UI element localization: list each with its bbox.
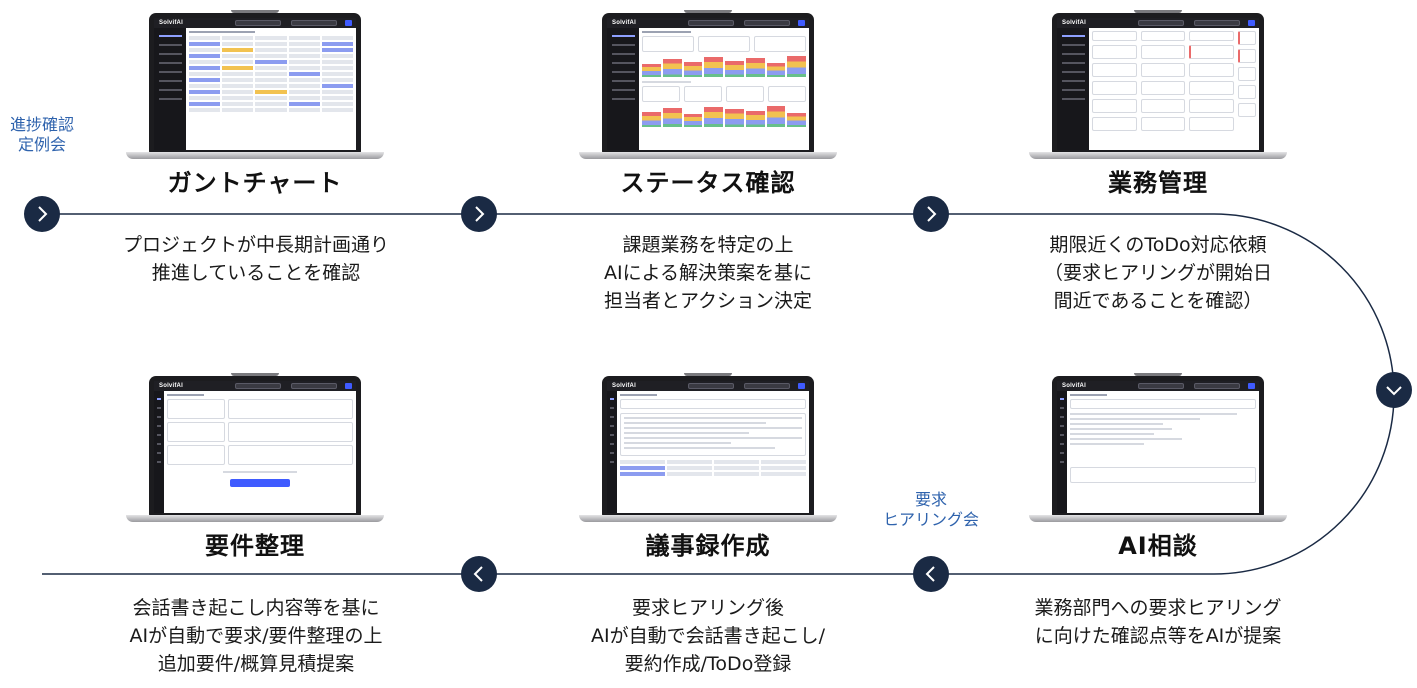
chevron-left-icon <box>473 566 483 582</box>
flow-node-1 <box>24 196 60 232</box>
app-screenshot-gantt: SolvifAI <box>154 18 356 150</box>
chevron-down-icon <box>1386 386 1402 396</box>
step-description-status: 課題業務を特定の上 AIによる解決策案を基に 担当者とアクション決定 <box>603 234 813 312</box>
step-description-tasks: 期限近くのToDo対応依頼 （要求ヒアリングが開始日 間近であることを確認） <box>1043 234 1272 312</box>
app-screenshot-ai: SolvifAI <box>1057 381 1259 513</box>
chevron-right-icon <box>38 206 48 222</box>
flow-node-6 <box>461 556 497 592</box>
laptop-mockup: SolvifAI <box>1029 10 1287 160</box>
meeting-label-hearing: 要求 ヒアリング会 <box>882 490 979 529</box>
laptop-mockup: SolvifAI <box>126 10 384 160</box>
step-title: 議事録作成 <box>645 532 771 560</box>
meeting-label-progress: 進捗確認 定例会 <box>9 115 74 154</box>
laptop-mockup: SolvifAI <box>1029 373 1287 523</box>
laptop-mockup: SolvifAI <box>579 373 837 523</box>
step-status-check: SolvifAI ステータス確認 <box>558 10 858 198</box>
step-description-gantt: プロジェクトが中長期計画通り 推進していることを確認 <box>122 234 389 284</box>
app-logo: SolvifAI <box>159 20 183 26</box>
step-title: 要件整理 <box>205 532 305 560</box>
flow-node-3 <box>913 196 949 232</box>
flow-node-4 <box>1376 372 1412 408</box>
step-minutes: SolvifAI 議事録作成 <box>558 373 858 561</box>
laptop-mockup: SolvifAI <box>579 10 837 160</box>
step-description-requirements: 会話書き起こし内容等を基に AIが自動で要求/要件整理の上 追加要件/概算見積提… <box>129 597 383 675</box>
step-task-management: SolvifAI 業務管理 <box>1008 10 1308 198</box>
chevron-right-icon <box>927 206 937 222</box>
step-title: AI相談 <box>1118 532 1198 560</box>
step-title: ガントチャート <box>167 169 343 197</box>
step-title: ステータス確認 <box>620 169 796 197</box>
step-gantt-chart: SolvifAI ガントチャート <box>105 10 405 198</box>
step-title: 業務管理 <box>1108 169 1208 197</box>
app-screenshot-status: SolvifAI <box>607 18 809 150</box>
step-description-minutes: 要求ヒアリング後 AIが自動で会話書き起こし/ 要約作成/ToDo登録 <box>590 597 825 675</box>
flow-node-2 <box>461 196 497 232</box>
app-screenshot-tasks: SolvifAI <box>1057 18 1259 150</box>
flow-node-5 <box>913 556 949 592</box>
app-screenshot-minutes: SolvifAI <box>607 381 809 513</box>
chevron-right-icon <box>475 206 485 222</box>
app-screenshot-requirements: SolvifAI <box>154 381 356 513</box>
step-requirements: SolvifAI 要件整理 <box>105 373 405 561</box>
laptop-mockup: SolvifAI <box>126 373 384 523</box>
step-ai-consultation: SolvifAI AI相談 <box>1008 373 1308 561</box>
chevron-left-icon <box>925 566 935 582</box>
step-description-ai: 業務部門への要求ヒアリング に向けた確認点等をAIが提案 <box>1034 597 1282 647</box>
